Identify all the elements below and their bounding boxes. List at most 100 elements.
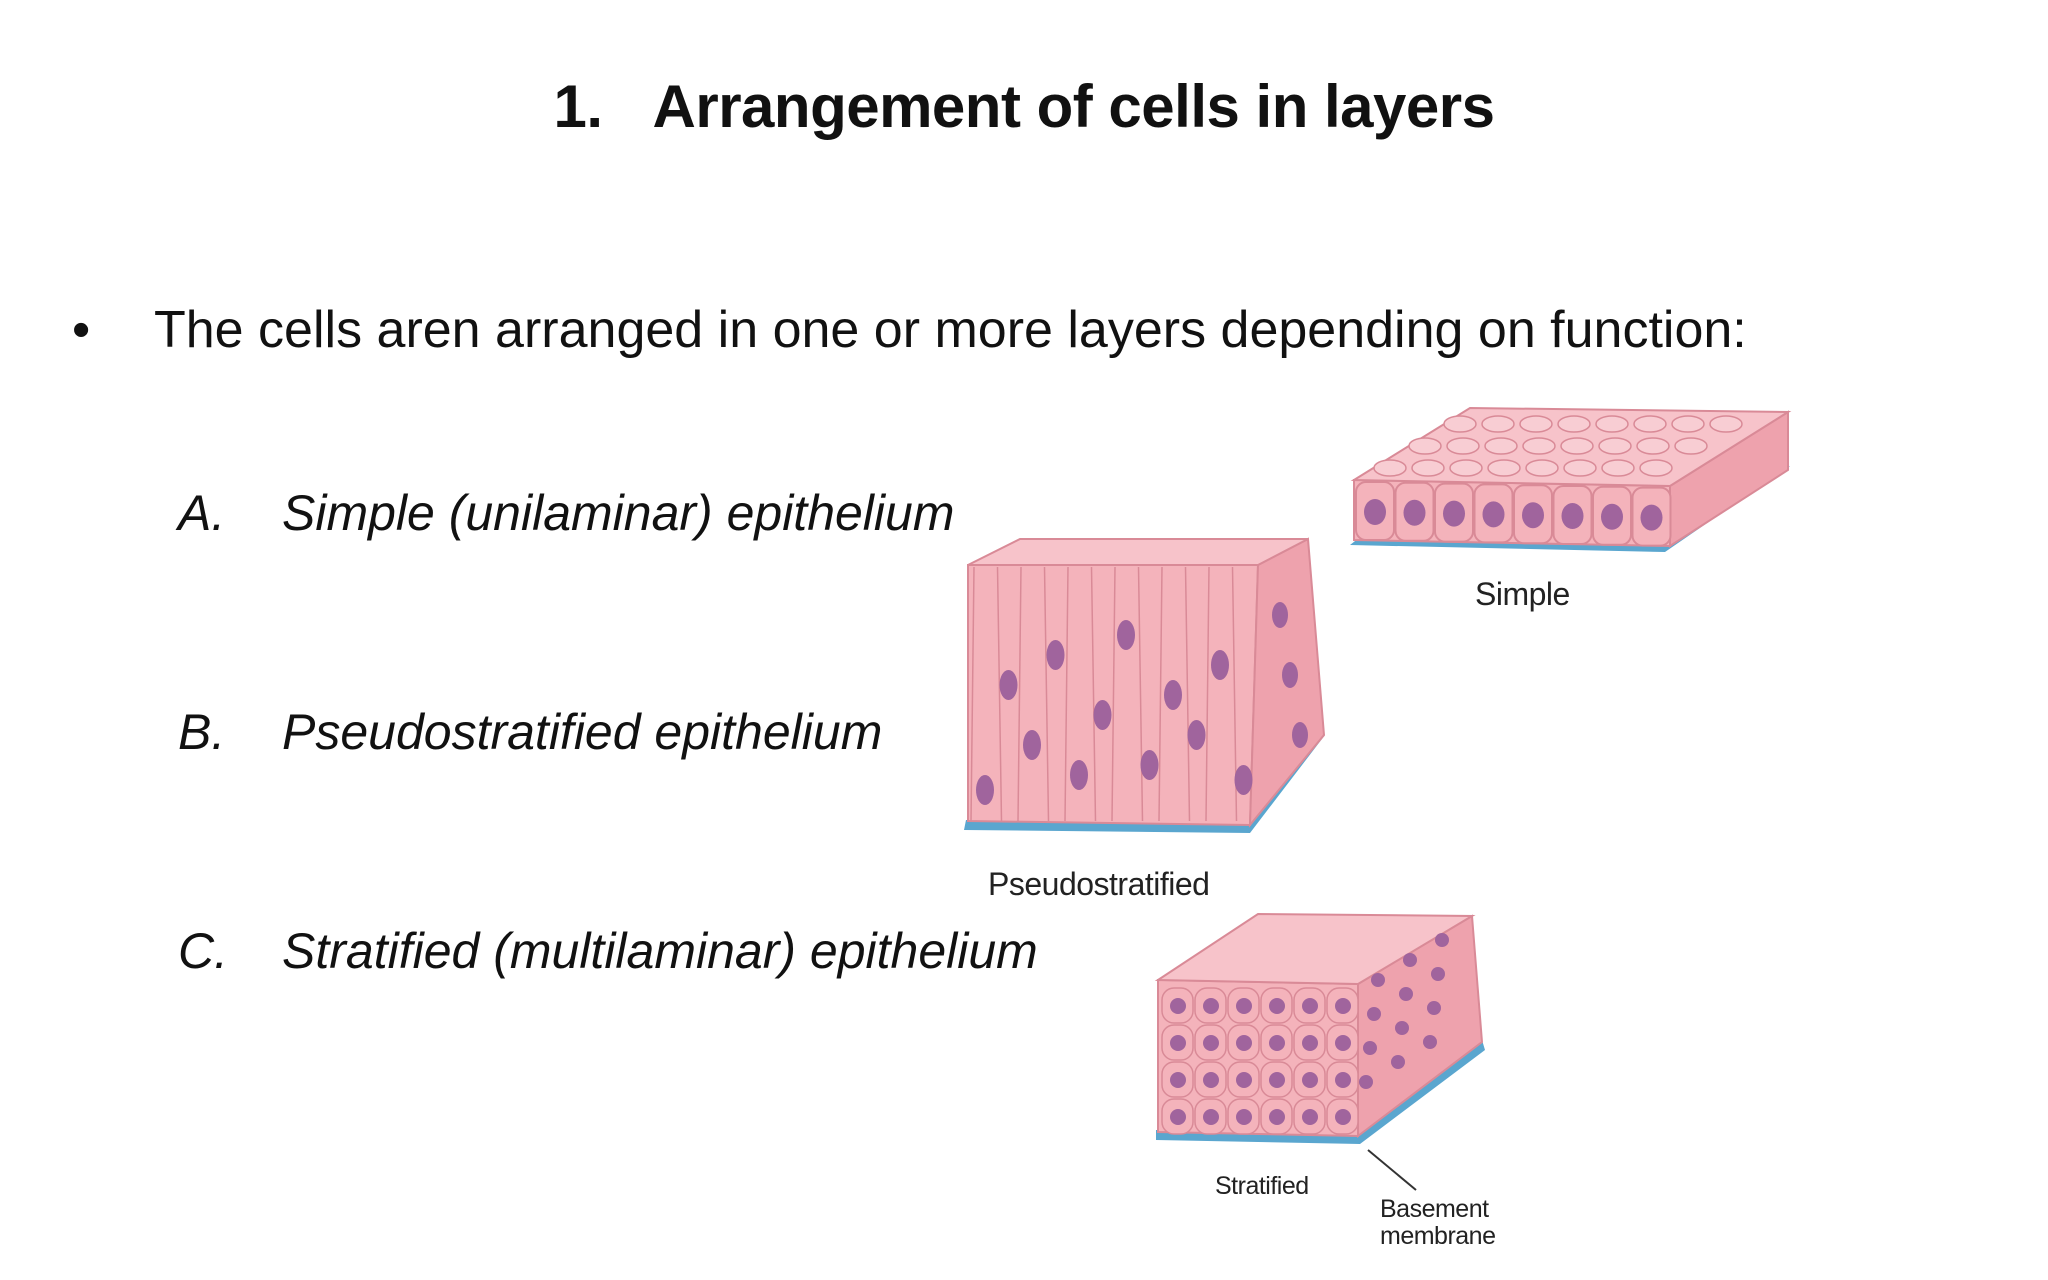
- nucleus: [1140, 750, 1159, 780]
- cell-top: [1487, 459, 1521, 477]
- nucleus: [1282, 662, 1298, 688]
- nucleus: [1423, 1035, 1437, 1049]
- nucleus: [1403, 499, 1426, 526]
- cell-border: [1064, 566, 1069, 822]
- nucleus: [1170, 1072, 1186, 1088]
- nucleus: [1203, 1035, 1219, 1051]
- nucleus: [1236, 1109, 1252, 1125]
- cell-top: [1639, 459, 1673, 477]
- title-number: 1.: [553, 73, 603, 140]
- nucleus: [1269, 998, 1285, 1014]
- cell-top: [1522, 437, 1556, 455]
- cell-top: [1601, 459, 1635, 477]
- nucleus: [999, 670, 1018, 700]
- item-letter: C.: [178, 923, 228, 979]
- bullet-text: The cells aren arranged in one or more l…: [154, 301, 1747, 359]
- nucleus: [1359, 1075, 1373, 1089]
- cell-top: [1449, 459, 1483, 477]
- nucleus: [1236, 1072, 1252, 1088]
- nucleus: [1302, 1072, 1318, 1088]
- cell-top: [1557, 415, 1591, 433]
- nucleus: [1399, 987, 1413, 1001]
- nucleus: [1269, 1072, 1285, 1088]
- nucleus: [1601, 503, 1623, 530]
- cell-top: [1709, 415, 1743, 433]
- nucleus: [1371, 973, 1385, 987]
- cell-top: [1411, 459, 1445, 477]
- nucleus: [1170, 998, 1186, 1014]
- item-text: Stratified (multilaminar) epithelium: [282, 923, 1038, 979]
- nucleus: [1403, 953, 1417, 967]
- nucleus: [1023, 730, 1041, 760]
- cell-top: [1373, 459, 1407, 477]
- nucleus: [1203, 1109, 1219, 1125]
- nucleus: [1070, 760, 1088, 790]
- nucleus: [1364, 499, 1386, 525]
- nucleus: [1363, 1041, 1377, 1055]
- nucleus: [1170, 1109, 1186, 1125]
- label-pseudostratified: Pseudostratified: [988, 866, 1210, 902]
- nucleus: [1395, 1021, 1409, 1035]
- cell-top: [1525, 459, 1559, 477]
- bullet-symbol: •: [72, 301, 91, 359]
- title-text: Arrangement of cells in layers: [652, 73, 1496, 140]
- list-item-simple: A. Simple (unilaminar) epithelium: [178, 484, 955, 542]
- nucleus: [1211, 650, 1229, 680]
- nucleus: [1335, 998, 1351, 1014]
- cell-border: [1184, 566, 1191, 822]
- label-stratified: Stratified: [1215, 1172, 1309, 1200]
- nucleus: [1435, 933, 1449, 947]
- nucleus: [1236, 998, 1252, 1014]
- nucleus: [1236, 1035, 1252, 1051]
- nucleus: [1272, 602, 1288, 628]
- cell-border: [1090, 566, 1097, 822]
- nucleus: [976, 775, 994, 805]
- nucleus: [1431, 967, 1445, 981]
- cell-top: [1560, 437, 1594, 455]
- nucleus: [1427, 1001, 1441, 1015]
- cell-top: [1446, 437, 1480, 455]
- stratified-epithelium-illustration: [1154, 912, 1485, 1191]
- label-basement-line2: membrane: [1380, 1222, 1496, 1250]
- nucleus: [1203, 998, 1219, 1014]
- nucleus: [1302, 998, 1318, 1014]
- label-simple: Simple: [1475, 576, 1570, 612]
- nucleus: [1269, 1035, 1285, 1051]
- slide-title: 1. Arrangement of cells in layers: [0, 72, 2048, 141]
- cell-top: [1408, 437, 1442, 455]
- nucleus: [1187, 720, 1206, 750]
- nucleus: [1269, 1109, 1285, 1125]
- cell-border: [1043, 566, 1050, 822]
- cell-top: [1481, 415, 1515, 433]
- label-basement-line1: Basement: [1380, 1195, 1489, 1223]
- cell-top: [1674, 437, 1708, 455]
- nucleus: [1164, 680, 1182, 710]
- nucleus: [1335, 1035, 1351, 1051]
- cell-top: [1636, 437, 1670, 455]
- item-letter: A.: [178, 485, 226, 541]
- cell-top: [1563, 459, 1597, 477]
- nucleus: [1335, 1072, 1351, 1088]
- cell-top: [1484, 437, 1518, 455]
- nucleus: [1640, 504, 1663, 531]
- item-letter: B.: [178, 704, 226, 760]
- nucleus: [1302, 1035, 1318, 1051]
- top-face: [967, 538, 1309, 566]
- cell-top: [1519, 415, 1553, 433]
- cell-border: [1111, 566, 1116, 822]
- cell-top: [1598, 437, 1632, 455]
- cell-border: [970, 566, 975, 822]
- nucleus: [1561, 503, 1584, 529]
- cell-border: [1137, 566, 1144, 822]
- nucleus: [1234, 765, 1253, 795]
- cell-top: [1595, 415, 1629, 433]
- item-text: Simple (unilaminar) epithelium: [282, 485, 955, 541]
- cell-border: [1158, 566, 1163, 822]
- cell-border: [1205, 566, 1210, 822]
- bullet-point: • The cells aren arranged in one or more …: [72, 300, 1747, 360]
- pseudostratified-epithelium-illustration: [964, 537, 1326, 833]
- nucleus: [1093, 700, 1112, 730]
- nucleus: [1203, 1072, 1219, 1088]
- top-face: [1154, 912, 1476, 986]
- item-text: Pseudostratified epithelium: [282, 704, 883, 760]
